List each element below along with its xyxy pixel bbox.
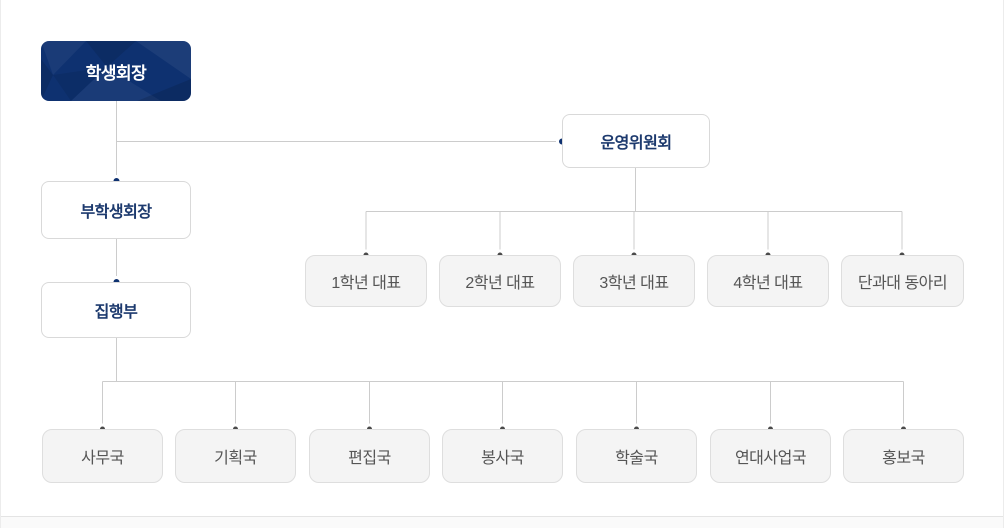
org-node-label: 4학년 대표	[733, 275, 803, 292]
org-node-steering-committee: 운영위원회	[562, 114, 710, 168]
org-node-label: 편집국	[348, 450, 391, 467]
org-node-academic-bureau: 학술국	[576, 429, 697, 483]
org-node-service-bureau: 봉사국	[442, 429, 563, 483]
org-node-president: 학생회장	[41, 41, 191, 101]
org-node-label: 단과대 동아리	[857, 275, 948, 292]
org-node-label: 학술국	[615, 450, 658, 467]
org-node-label: 홍보국	[882, 450, 925, 467]
polygon-texture	[41, 41, 191, 101]
org-node-grade2-rep: 2학년 대표	[439, 255, 561, 307]
org-node-label: 봉사국	[481, 450, 524, 467]
org-node-label: 학생회장	[85, 63, 147, 83]
org-node-executive: 집행부	[41, 282, 191, 338]
org-node-pr-bureau: 홍보국	[843, 429, 964, 483]
org-node-label: 부학생회장	[80, 204, 152, 221]
org-node-vice-president: 부학생회장	[41, 181, 191, 239]
org-node-planning-bureau: 기획국	[175, 429, 296, 483]
org-node-editing-bureau: 편집국	[309, 429, 430, 483]
org-node-solidarity-bureau: 연대사업국	[710, 429, 831, 483]
org-node-label: 사무국	[81, 450, 124, 467]
org-node-grade3-rep: 3학년 대표	[573, 255, 695, 307]
org-node-label: 1학년 대표	[331, 275, 401, 292]
org-node-label: 기획국	[214, 450, 257, 467]
org-node-grade4-rep: 4학년 대표	[707, 255, 829, 307]
org-node-label: 연대사업국	[734, 450, 807, 467]
org-node-label: 운영위원회	[600, 135, 672, 152]
org-node-label: 2학년 대표	[465, 275, 535, 292]
org-node-admin-bureau: 사무국	[42, 429, 163, 483]
org-node-grade1-rep: 1학년 대표	[305, 255, 427, 307]
org-node-label: 3학년 대표	[599, 275, 669, 292]
org-node-college-clubs: 단과대 동아리	[841, 255, 964, 307]
section-divider	[1, 516, 1003, 528]
org-node-label: 집행부	[94, 304, 138, 321]
